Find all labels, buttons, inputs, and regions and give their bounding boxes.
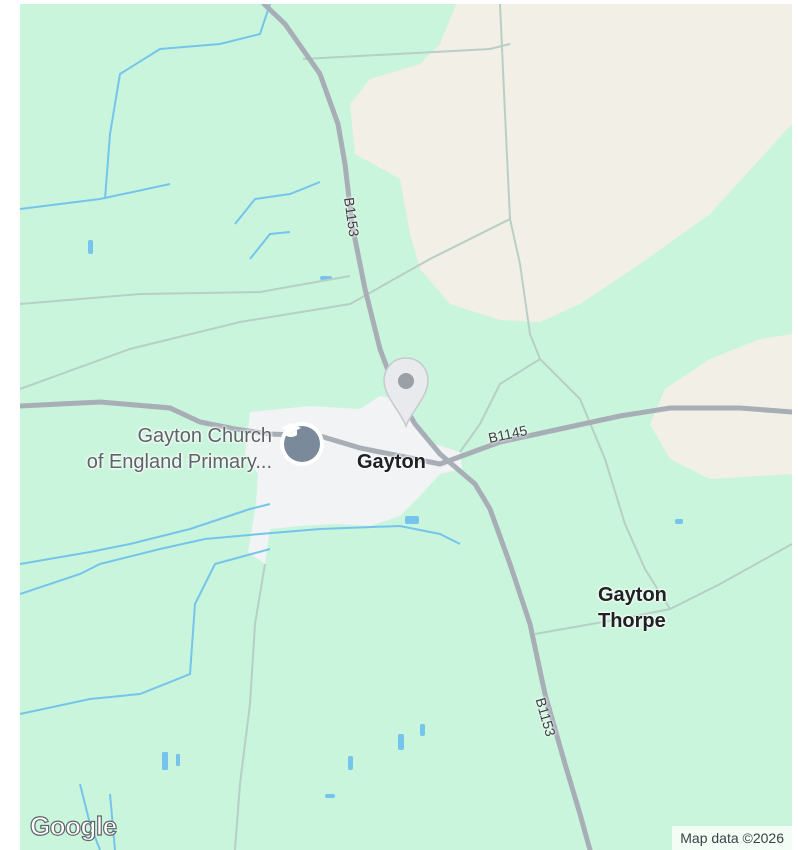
water-streams	[20, 4, 461, 850]
road-west	[20, 399, 443, 467]
poi-label-school[interactable]: Gayton Church of England Primary...	[87, 423, 272, 475]
poi-label-line2: of England Primary...	[86, 451, 272, 473]
main-roads	[20, 4, 792, 850]
minor-roads	[20, 4, 792, 850]
road-b1145	[437, 405, 792, 467]
school-icon[interactable]	[280, 422, 324, 466]
map-attribution[interactable]: Map data ©2026	[672, 826, 792, 850]
poi-label-line1: Gayton Church	[137, 425, 272, 447]
place-label-gayton[interactable]: Gayton	[357, 451, 426, 473]
location-pin-icon[interactable]	[380, 356, 432, 428]
map-canvas[interactable]: B1153 B1145 B1153 Gayton Church of Engla…	[20, 4, 792, 850]
place-label-gayton-thorpe-text: Gayton Thorpe	[598, 584, 667, 632]
road-b1153	[261, 4, 593, 850]
google-logo[interactable]: Google	[29, 810, 117, 841]
farmland-area-north	[350, 4, 792, 322]
place-label-gayton-thorpe[interactable]: Gayton Thorpe	[598, 582, 690, 634]
